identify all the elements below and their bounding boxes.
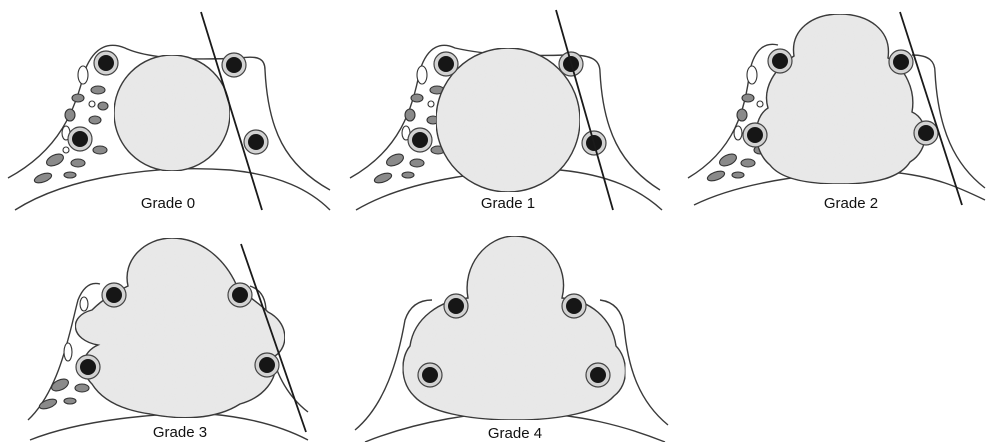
vessel bbox=[76, 355, 100, 379]
vessel bbox=[434, 52, 458, 76]
vessel bbox=[94, 51, 118, 75]
panel-label: Grade 1 bbox=[481, 195, 535, 212]
vessel bbox=[68, 127, 92, 151]
vessel bbox=[244, 130, 268, 154]
vessel bbox=[255, 353, 279, 377]
vessel bbox=[444, 294, 468, 318]
glandular-tissue bbox=[33, 66, 108, 185]
vessel bbox=[418, 363, 442, 387]
panel-grade-1: Grade 1 bbox=[350, 10, 662, 212]
tumor bbox=[403, 236, 626, 420]
vessel bbox=[743, 123, 767, 147]
vessel bbox=[914, 121, 938, 145]
glandular-tissue bbox=[373, 66, 445, 185]
vessel bbox=[408, 128, 432, 152]
tumor bbox=[756, 14, 925, 184]
vessel bbox=[768, 49, 792, 73]
tumor bbox=[114, 55, 230, 171]
panel-grade-0: Grade 0 bbox=[8, 12, 330, 212]
panel-label: Grade 2 bbox=[824, 195, 878, 212]
panel-grade-3: Grade 3 bbox=[28, 238, 308, 441]
vessel bbox=[222, 53, 246, 77]
panel-label: Grade 3 bbox=[153, 424, 207, 441]
vessel bbox=[562, 294, 586, 318]
tumor bbox=[436, 48, 580, 192]
panel-label: Grade 4 bbox=[488, 425, 542, 442]
vessel bbox=[228, 283, 252, 307]
panel-grade-2: Grade 2 bbox=[688, 12, 985, 212]
tumor bbox=[75, 238, 284, 418]
vessel bbox=[586, 363, 610, 387]
panel-grade-4: Grade 4 bbox=[355, 236, 668, 442]
vessel bbox=[102, 283, 126, 307]
panel-label: Grade 0 bbox=[141, 195, 195, 212]
vessel bbox=[889, 50, 913, 74]
